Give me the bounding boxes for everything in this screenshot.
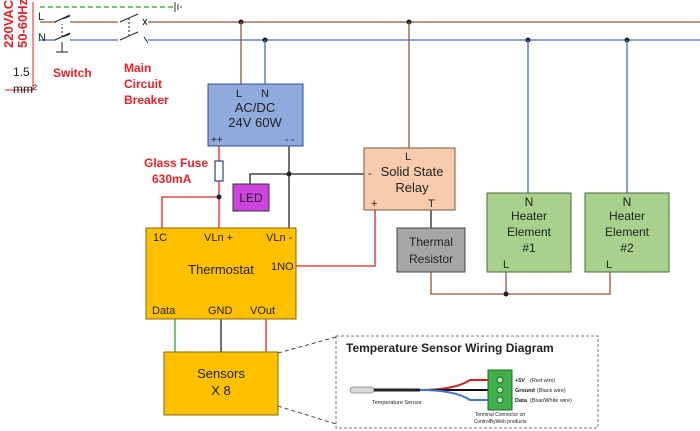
- wire-gauge: 1.5: [13, 65, 30, 79]
- inset-pin-1-name: +5V: [515, 378, 525, 384]
- thermostat-vln-minus: VLn -: [266, 232, 293, 244]
- glass-fuse: [214, 160, 224, 182]
- heater-2-line2: Element: [605, 225, 650, 239]
- breaker-label-line3: Breaker: [124, 93, 169, 107]
- breaker-symbol: [119, 13, 149, 44]
- supply-l: L: [38, 11, 44, 23]
- supply-n: N: [38, 32, 46, 44]
- heater-2-n: N: [623, 195, 632, 209]
- inset-pin-1-desc: (Red wire): [530, 378, 556, 384]
- thermostat-gnd: GND: [208, 305, 233, 317]
- earth-symbol: [174, 2, 182, 12]
- breaker-label-line1: Main: [124, 61, 151, 75]
- thermal-line1: Thermal: [409, 235, 453, 249]
- breaker-label-line2: Circuit: [124, 77, 162, 91]
- heater-2-line3: #2: [620, 241, 634, 255]
- inset-sensor-label: Temperature Sensor: [372, 400, 422, 406]
- inset-pin-2-name: Ground: [515, 388, 535, 394]
- switch-label: Switch: [53, 66, 92, 80]
- heater-1-line3: #1: [522, 241, 536, 255]
- thermal-resistor-box: [396, 227, 466, 273]
- ssr-title-line2: Relay: [395, 180, 429, 195]
- wire-unit: mm²: [13, 82, 37, 96]
- inset-pin-2-desc: (Black wire): [537, 388, 566, 394]
- ssr-box: [363, 147, 456, 211]
- psu-rating: 24V 60W: [228, 115, 282, 130]
- heater-1-n: N: [525, 195, 534, 209]
- sensor-probe: [349, 386, 375, 394]
- thermostat-1no: 1NO: [271, 261, 294, 273]
- thermostat-data: Data: [152, 305, 176, 317]
- sensors-line2: X 8: [211, 383, 231, 398]
- thermostat-vout: VOut: [250, 305, 275, 317]
- fuse-label-line2: 630mA: [152, 172, 192, 186]
- ssr-plus-label: +: [371, 198, 377, 210]
- inset-pin-3-desc: (Blue/White wire): [530, 398, 572, 404]
- supply-frequency: 50-60Hz: [15, 0, 30, 48]
- sensors-line1: Sensors: [197, 366, 245, 381]
- heater-2-l: L: [606, 259, 612, 271]
- supply-voltage: 220VAC: [1, 0, 16, 48]
- thermal-line2: Resistor: [409, 252, 453, 266]
- ssr-l-label: L: [405, 151, 411, 163]
- heater-1-line2: Element: [507, 225, 552, 239]
- psu-minus: - -: [285, 135, 294, 146]
- thermostat-1c: 1C: [153, 232, 167, 244]
- heater-1-box: [486, 192, 572, 273]
- psu-n-label: N: [261, 88, 269, 100]
- thermostat-title: Thermostat: [188, 262, 254, 277]
- psu-box: [207, 83, 304, 147]
- heater-2-line1: Heater: [609, 209, 645, 223]
- thermostat-box: [145, 227, 297, 320]
- led-label: LED: [239, 191, 263, 205]
- fuse-label-line1: Glass Fuse: [144, 156, 208, 170]
- ssr-title-line1: Solid State: [381, 164, 444, 179]
- sensors-box: [163, 351, 279, 416]
- inset-terminal-line2: ControlByWeb products: [474, 419, 527, 425]
- psu-plus: ++: [211, 135, 223, 146]
- thermostat-vln-plus: VLn +: [204, 232, 233, 244]
- ssr-minus-label: -: [368, 168, 372, 180]
- heater-1-l: L: [503, 259, 509, 271]
- inset-terminal-line1: Terminal Connector on: [475, 412, 526, 418]
- led-box: [232, 183, 270, 212]
- inset-title: Temperature Sensor Wiring Diagram: [346, 341, 554, 355]
- psu-l-label: L: [236, 88, 242, 100]
- inset-pin-3-name: Data: [515, 398, 528, 404]
- heater-2-box: [584, 192, 670, 273]
- ssr-t-label: T: [428, 198, 435, 210]
- psu-title: AC/DC: [235, 100, 275, 115]
- heater-1-line1: Heater: [511, 209, 547, 223]
